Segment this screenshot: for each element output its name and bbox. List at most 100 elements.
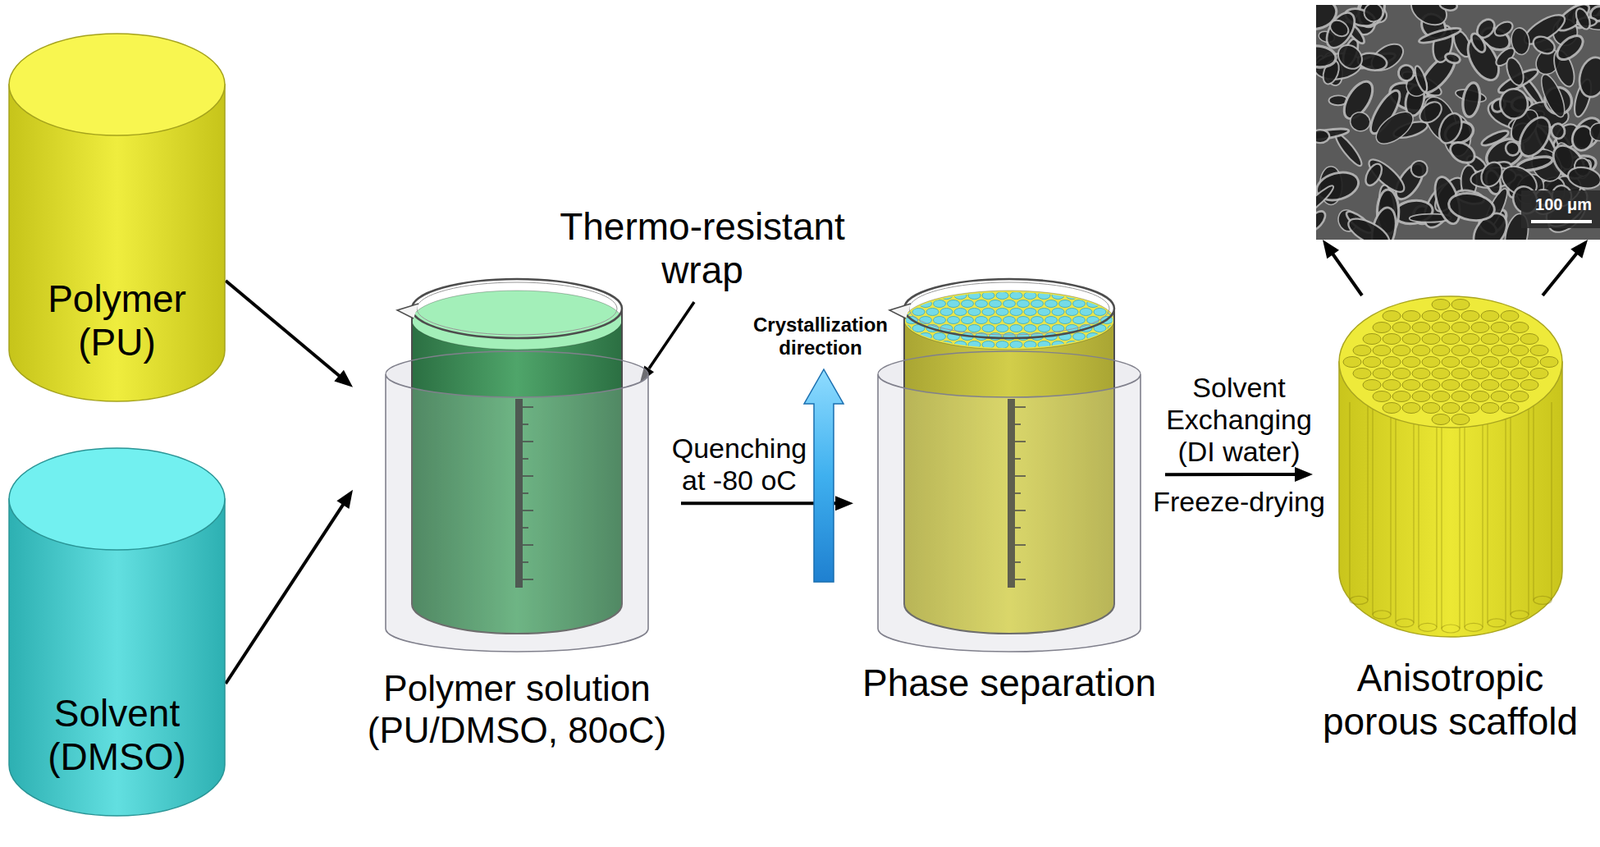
scaffold-cylinder-shape-part — [1412, 368, 1431, 380]
scaffold-cylinder-shape-part — [1402, 356, 1421, 368]
scaffold-cylinder-shape-part — [1431, 345, 1450, 357]
beaker-node-shape-part — [1010, 324, 1023, 333]
scaffold-cylinder-shape-part — [1412, 322, 1431, 334]
beaker-node-shape-part — [385, 374, 649, 652]
scaffold-cylinder-shape-part — [1353, 345, 1372, 357]
sem-image-shape-part — [1468, 31, 1489, 55]
scaffold-cylinder-shape-part — [1530, 345, 1549, 357]
scaffold-cylinder-shape-part — [1451, 368, 1470, 380]
scaffold-cylinder-shape-part — [1451, 299, 1470, 311]
arrowhead — [835, 495, 854, 511]
beaker-node-shape-part — [1065, 292, 1079, 300]
leader-line — [649, 301, 695, 369]
material-cylinder-shape-part — [9, 33, 225, 136]
sem-image-shape-part — [1371, 105, 1419, 151]
beaker-node-shape-part — [989, 333, 1002, 341]
scaffold-cylinder-shape-part — [1339, 296, 1563, 428]
beaker-node-shape-part — [933, 300, 947, 308]
scaffold-cylinder-shape-part — [1520, 379, 1539, 391]
sem-image-shape-part — [1521, 190, 1600, 229]
arrow-line — [1165, 472, 1298, 476]
beaker-node-shape-part — [1003, 316, 1016, 325]
beaker-node-shape-part — [891, 292, 1135, 349]
flow-arrow — [1322, 239, 1363, 296]
beaker-node-shape-part — [1024, 341, 1037, 349]
beaker-node-shape-part — [1037, 324, 1051, 333]
scaffold-cylinder-shape-part — [1500, 379, 1519, 391]
beaker-node-shape-part — [1003, 300, 1016, 308]
scaffold-cylinder-shape-part — [1510, 610, 1529, 619]
beaker-node-shape-part — [416, 282, 618, 335]
beaker-node-shape-part — [1087, 300, 1100, 308]
sem-image-shape-part — [1362, 160, 1386, 188]
beaker-node-shape-part — [996, 308, 1009, 316]
scaffold-cylinder-shape-part — [1510, 345, 1529, 357]
beaker-node-shape-part — [1010, 341, 1023, 349]
scaffold-cylinder-shape-part — [1421, 333, 1440, 345]
scaffold-cylinder-shape-part — [1441, 624, 1460, 633]
scaffold-cylinder-shape-part — [1389, 402, 1391, 615]
beaker-node-shape-part — [1065, 308, 1079, 316]
scaffold-cylinder-shape-part — [1412, 391, 1431, 403]
beaker-node-shape-part — [954, 308, 967, 316]
scaffold-cylinder-shape-part — [1461, 356, 1480, 368]
node-label: Polymer (PU) — [31, 277, 204, 365]
scaffold-cylinder-shape-part — [1471, 322, 1490, 334]
beaker-node-shape-part — [968, 308, 981, 316]
scaffold-cylinder-shape-part — [1461, 333, 1480, 345]
scaffold-cylinder-shape-part — [1392, 391, 1411, 403]
beaker-node-shape-part — [385, 351, 649, 375]
scaffold-cylinder-shape-part — [1510, 322, 1529, 334]
scaffold-cylinder-shape-part — [1412, 345, 1431, 357]
sem-image-shape-part — [1316, 129, 1330, 144]
beaker-node-shape-part — [1107, 292, 1120, 300]
material-cylinder-shape-part — [9, 448, 225, 550]
beaker-node-shape-part — [1024, 308, 1037, 316]
scaffold-cylinder-shape-part — [1481, 379, 1500, 391]
scaffold-cylinder-shape-part — [1394, 402, 1396, 623]
beaker-node-shape-part — [1024, 324, 1037, 333]
scaffold-cylinder-shape-part — [1402, 333, 1421, 345]
scaffold-cylinder-shape-part — [1520, 333, 1539, 345]
annotation-holder: Crystallization direction — [742, 313, 899, 359]
beaker-node-shape-part — [1010, 308, 1023, 316]
beaker-node-shape-part — [919, 333, 933, 341]
sem-image-shape-part — [1417, 25, 1462, 46]
scaffold-cylinder-shape-part — [1392, 368, 1411, 380]
sem-image-shape-part — [1435, 109, 1467, 147]
sem-image-shape-part — [1344, 213, 1395, 240]
scaffold-cylinder-shape-part — [1451, 322, 1470, 334]
beaker-node-shape-part — [1037, 308, 1051, 316]
beaker-node-shape-part — [889, 303, 911, 319]
beaker-node-shape-part — [909, 282, 1110, 335]
beaker-node-shape-part — [996, 341, 1009, 349]
arrow-line — [225, 502, 345, 684]
scaffold-cylinder-shape-part — [1441, 310, 1460, 322]
scaffold-cylinder-shape-part — [1451, 414, 1470, 426]
scaffold-cylinder-shape — [1338, 295, 1564, 638]
beaker-node-shape-part — [1059, 300, 1072, 308]
scaffold-cylinder-shape-part — [1362, 379, 1381, 391]
beaker-node-shape-part — [926, 341, 939, 349]
scaffold-cylinder-shape-part — [1402, 310, 1421, 322]
scaffold-cylinder-shape-part — [1349, 595, 1368, 604]
flow-arrow — [1165, 466, 1313, 482]
annotation-holder: Thermo-resistant wrap — [550, 205, 855, 293]
sem-image-shape-part — [1446, 189, 1497, 224]
beaker-node-shape-part — [1115, 316, 1128, 325]
scaffold-cylinder-shape-part — [1431, 322, 1450, 334]
beaker-node-shape-part — [1010, 292, 1023, 300]
scaffold-cylinder-shape-part — [1421, 379, 1440, 391]
beaker-node-shape-part — [1017, 333, 1030, 341]
beaker-node-shape-part — [968, 341, 981, 349]
annotation-label: Freeze-drying — [1152, 485, 1326, 518]
sem-image-shape-part — [1412, 64, 1430, 94]
scaffold-cylinder-shape-part — [1527, 402, 1529, 615]
material-cylinder: Solvent (DMSO) — [8, 447, 226, 817]
beaker-node-shape-part — [982, 324, 995, 333]
beaker-node-shape-part — [968, 324, 981, 333]
scaffold-cylinder-shape-part — [1550, 402, 1552, 600]
scaffold-cylinder-shape-part — [1372, 391, 1391, 403]
beaker-node-shape-part — [1101, 333, 1114, 341]
